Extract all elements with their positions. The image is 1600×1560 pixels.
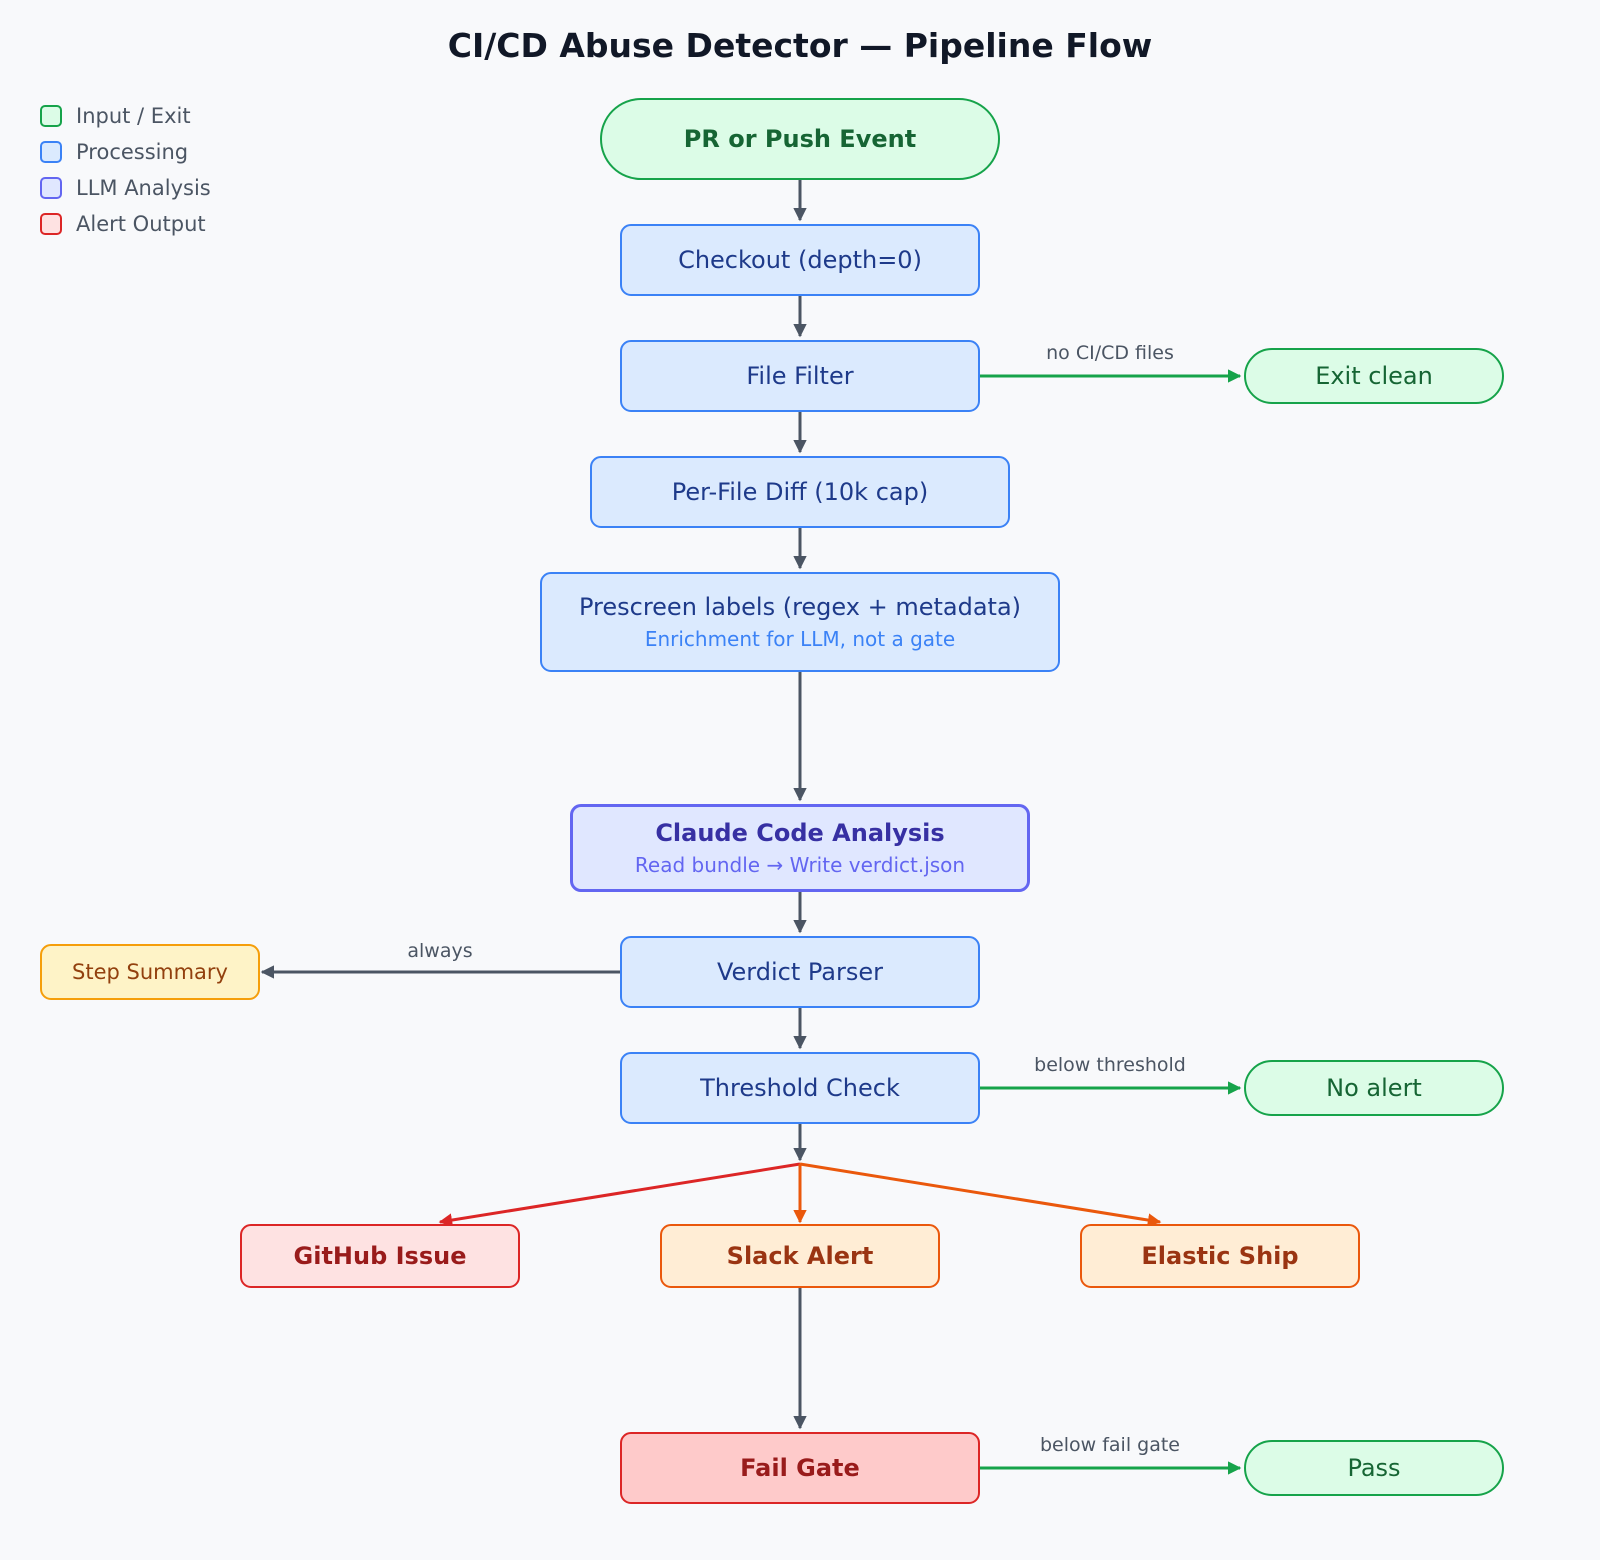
node-label: Pass	[1347, 1454, 1401, 1482]
legend-item-alert-output: Alert Output	[40, 206, 211, 242]
node-label: File Filter	[746, 362, 854, 390]
node-label: Prescreen labels (regex + metadata)	[578, 593, 1022, 621]
node-label: Step Summary	[72, 960, 228, 984]
node-pass: Pass	[1244, 1440, 1504, 1496]
node-fail-gate: Fail Gate	[620, 1432, 980, 1504]
node-label: Threshold Check	[700, 1074, 900, 1102]
node-label: Fail Gate	[740, 1454, 860, 1482]
edge-label-below-threshold: below threshold	[1034, 1054, 1186, 1076]
node-sublabel: Read bundle → Write verdict.json	[634, 853, 966, 877]
node-step-summary: Step Summary	[40, 944, 260, 1000]
edge-label-always: always	[407, 940, 473, 962]
node-label: No alert	[1326, 1074, 1422, 1102]
node-no-alert: No alert	[1244, 1060, 1504, 1116]
node-file-filter: File Filter	[620, 340, 980, 412]
edge-label-below-fail-gate: below fail gate	[1039, 1434, 1180, 1456]
node-pr-push-event: PR or Push Event	[600, 98, 1000, 180]
node-label: Elastic Ship	[1141, 1242, 1299, 1270]
node-label: Slack Alert	[726, 1242, 874, 1270]
node-sublabel: Enrichment for LLM, not a gate	[644, 627, 956, 651]
node-elastic-ship: Elastic Ship	[1080, 1224, 1360, 1288]
edge-junction-elastic	[799, 1162, 1162, 1227]
legend-swatch-input-exit	[40, 105, 62, 127]
legend-item-processing: Processing	[40, 134, 211, 170]
diagram-title: CI/CD Abuse Detector — Pipeline Flow	[447, 26, 1153, 65]
legend-label: LLM Analysis	[76, 176, 211, 200]
node-claude-code-analysis: Claude Code Analysis Read bundle → Write…	[570, 804, 1030, 892]
node-threshold-check: Threshold Check	[620, 1052, 980, 1124]
node-label: GitHub Issue	[293, 1242, 467, 1270]
node-label: Verdict Parser	[716, 958, 883, 986]
node-label: Claude Code Analysis	[655, 819, 945, 847]
legend-label: Alert Output	[76, 212, 206, 236]
legend-item-llm-analysis: LLM Analysis	[40, 170, 211, 206]
edge-junction-github	[438, 1162, 801, 1227]
node-label: PR or Push Event	[683, 125, 917, 153]
node-label: Exit clean	[1315, 362, 1433, 390]
node-verdict-parser: Verdict Parser	[620, 936, 980, 1008]
node-github-issue: GitHub Issue	[240, 1224, 520, 1288]
node-per-file-diff: Per-File Diff (10k cap)	[590, 456, 1010, 528]
legend-label: Processing	[76, 140, 189, 164]
node-label: Checkout (depth=0)	[678, 246, 922, 274]
node-exit-clean: Exit clean	[1244, 348, 1504, 404]
node-slack-alert: Slack Alert	[660, 1224, 940, 1288]
legend-swatch-alert-output	[40, 213, 62, 235]
legend-swatch-processing	[40, 141, 62, 163]
legend-label: Input / Exit	[76, 104, 191, 128]
node-checkout: Checkout (depth=0)	[620, 224, 980, 296]
legend: Input / Exit Processing LLM Analysis Ale…	[40, 98, 211, 242]
legend-swatch-llm-analysis	[40, 177, 62, 199]
node-prescreen: Prescreen labels (regex + metadata) Enri…	[540, 572, 1060, 672]
edge-label-no-cicd-files: no CI/CD files	[1046, 342, 1174, 364]
node-label: Per-File Diff (10k cap)	[671, 478, 929, 506]
legend-item-input-exit: Input / Exit	[40, 98, 211, 134]
